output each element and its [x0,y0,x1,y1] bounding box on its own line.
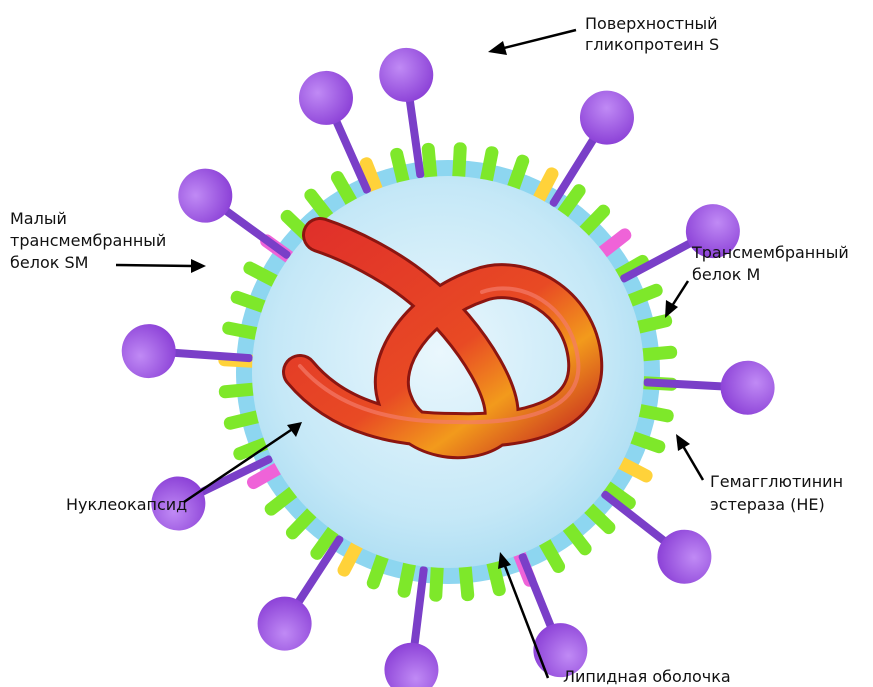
spike-glycoprotein-s [642,355,776,416]
arrow-head [191,259,206,273]
label-line: Нуклеокапсид [66,495,187,514]
label-line: Поверхностный [585,14,718,33]
spike-head [376,44,437,105]
label-line: белок M [692,265,760,284]
virion [120,44,776,687]
arrow-line [116,265,192,266]
label-membrane-protein: Трансмембранный белок M [665,243,849,318]
label-surface-glycoprotein: Поверхностный гликопротеин S [488,14,719,55]
label-line: Малый [10,209,67,228]
label-line: белок SM [10,253,88,272]
label-line: Липидная оболочка [563,667,731,686]
spike-head [290,62,361,133]
arrow-line [683,446,703,480]
arrow-head [665,300,678,318]
spike-stalk [619,236,699,283]
arrow-head [488,41,507,55]
spike-head [247,586,322,661]
spike-head [719,359,776,416]
label-line: трансмембранный [10,231,166,250]
spike-head [647,519,723,595]
label-small-membrane-protein: Малый трансмембранный белок SM [10,209,206,273]
arrow-line [500,30,576,49]
label-line: гликопротеин S [585,35,719,54]
spike-stalk [218,203,292,260]
label-line: Трансмембранный [691,243,849,262]
spike-stalk [600,490,673,549]
spike-head [168,158,243,233]
spike-head [570,80,644,154]
spike-head [120,322,178,380]
label-line: эстераза (HE) [710,495,825,514]
label-line: Гемагглютинин [710,472,843,491]
arrow-line [672,281,688,306]
spike-head [381,640,441,687]
label-hemagglutinin-esterase: Гемагглютинин эстераза (HE) [676,434,843,514]
